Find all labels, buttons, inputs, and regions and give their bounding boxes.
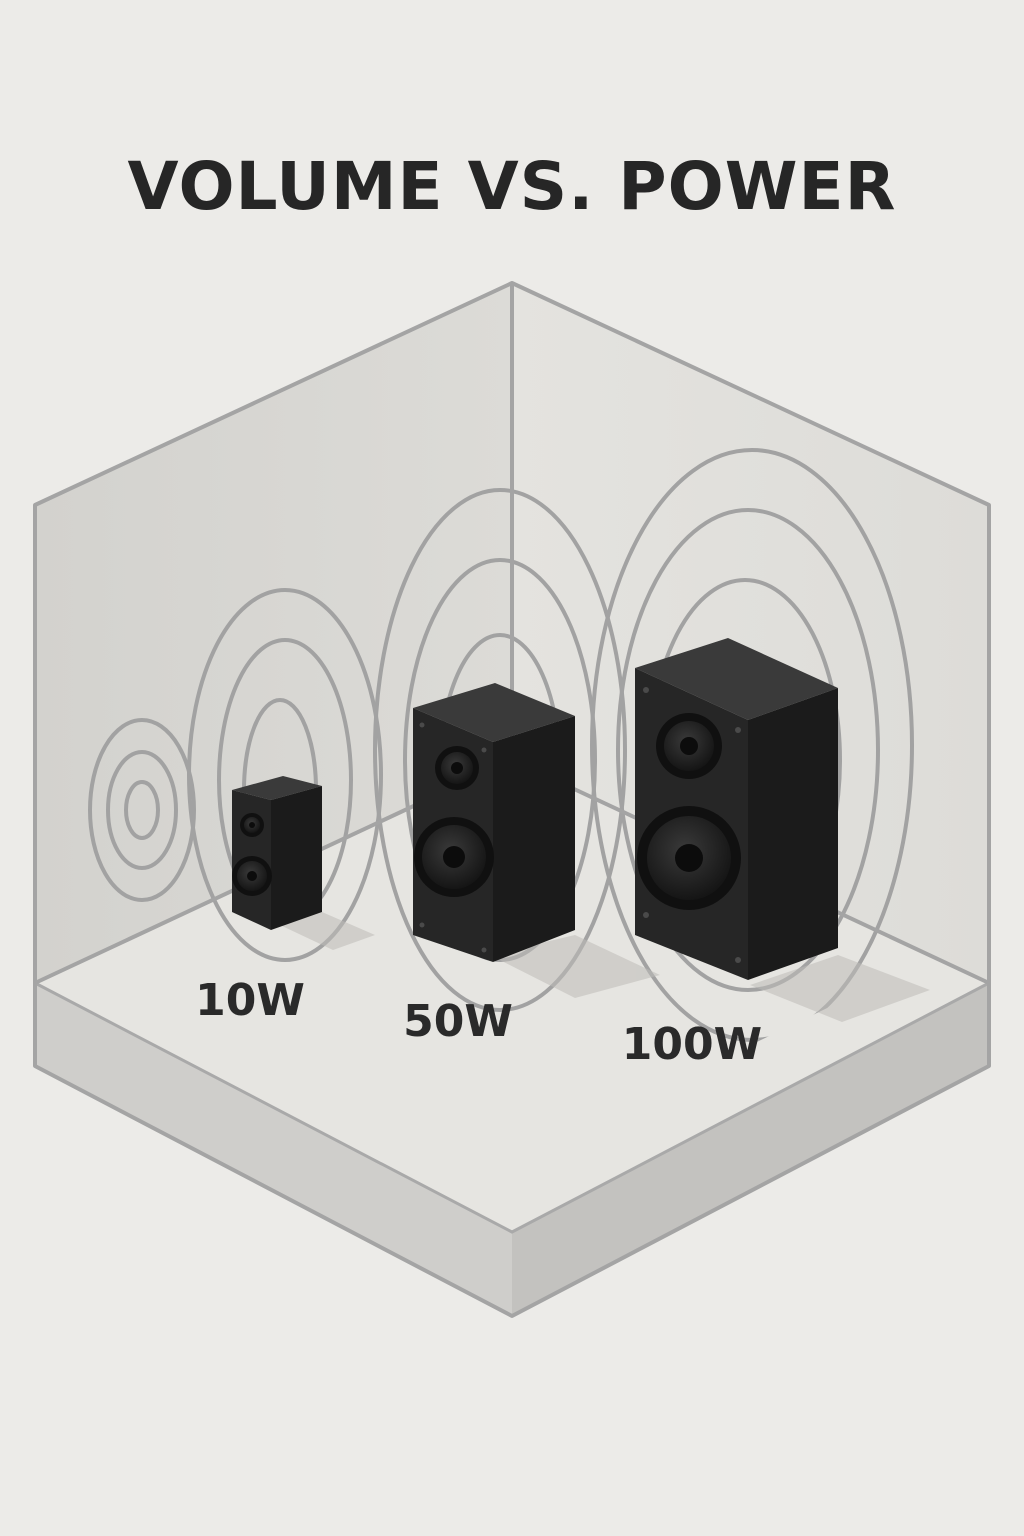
room-walls [35,283,989,983]
speaker-label-50w: 50W [403,996,513,1047]
speaker-large-icon [635,638,838,980]
sound-waves [88,448,914,1042]
page-title: VOLUME VS. POWER [127,148,897,225]
sound-waves-10w [88,588,383,962]
sound-waves-100w [590,448,914,1042]
speaker-shadows [280,912,930,1022]
speaker-medium-icon [413,683,575,962]
speaker-small-icon [232,776,322,930]
speaker-label-10w: 10W [195,975,305,1026]
speaker-label-100w: 100W [622,1019,762,1070]
